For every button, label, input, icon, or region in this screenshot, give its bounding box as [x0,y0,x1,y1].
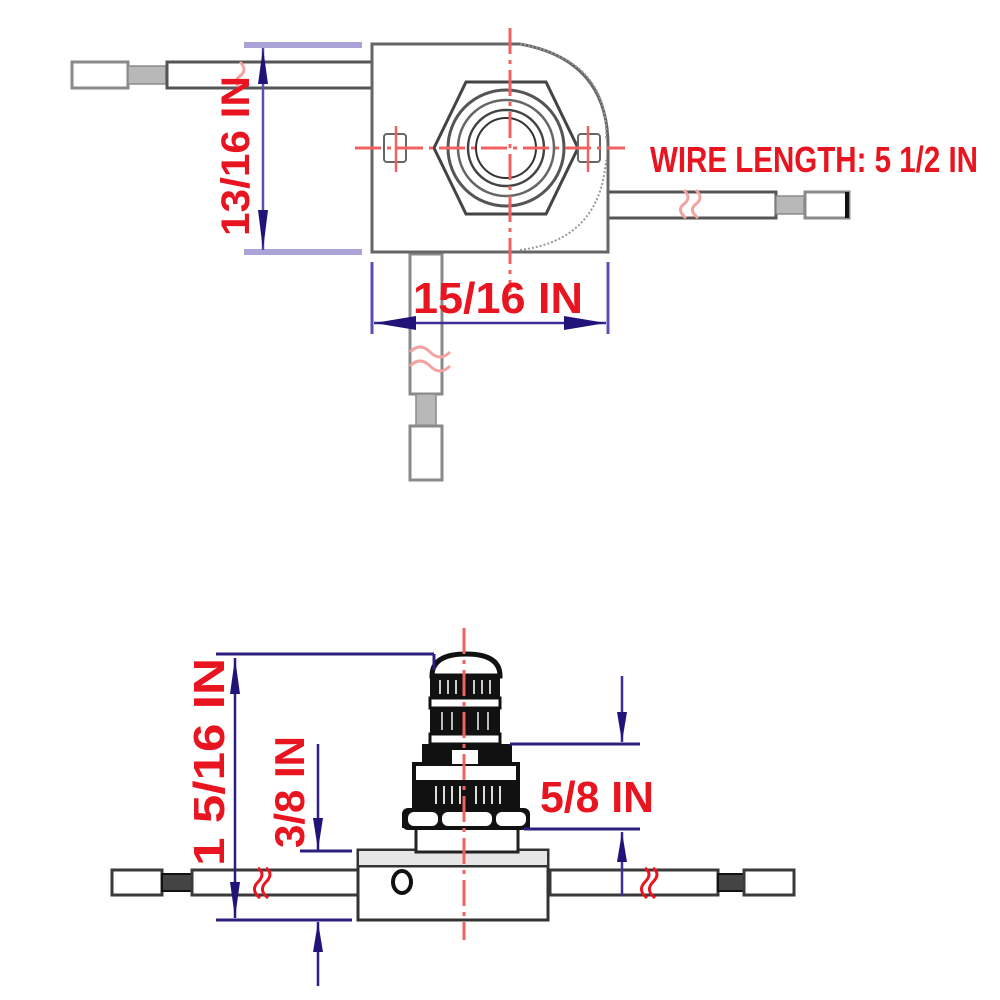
dimension-nut-height [510,676,640,896]
switch-stem [414,824,520,854]
nut-height-label: 5/8 IN [540,773,654,822]
top-view-left-wire [70,60,374,92]
side-view-base [356,848,550,922]
wire-length-label: WIRE LENGTH: 5 1/2 IN [650,139,978,180]
top-view: 13/16 IN 15/16 IN WIRE LENGTH: 5 1/2 IN [70,28,978,482]
dimension-base-height [300,744,352,986]
dimension-width-top [370,262,610,334]
width-label-top: 15/16 IN [413,274,583,323]
side-view-right-wire [548,866,796,900]
top-view-center-lines [355,28,625,292]
top-view-right-wire [606,188,851,220]
side-view: 1 5/16 IN 3/8 IN 5/8 IN [110,628,796,986]
dimension-total-height [216,652,436,922]
base-height-label: 3/8 IN [266,736,313,848]
height-label-top: 13/16 IN [214,76,258,236]
total-height-label: 1 5/16 IN [185,658,234,866]
dimension-height-top [244,42,362,255]
side-view-hex-nut [402,808,530,830]
side-view-collar [412,744,520,808]
